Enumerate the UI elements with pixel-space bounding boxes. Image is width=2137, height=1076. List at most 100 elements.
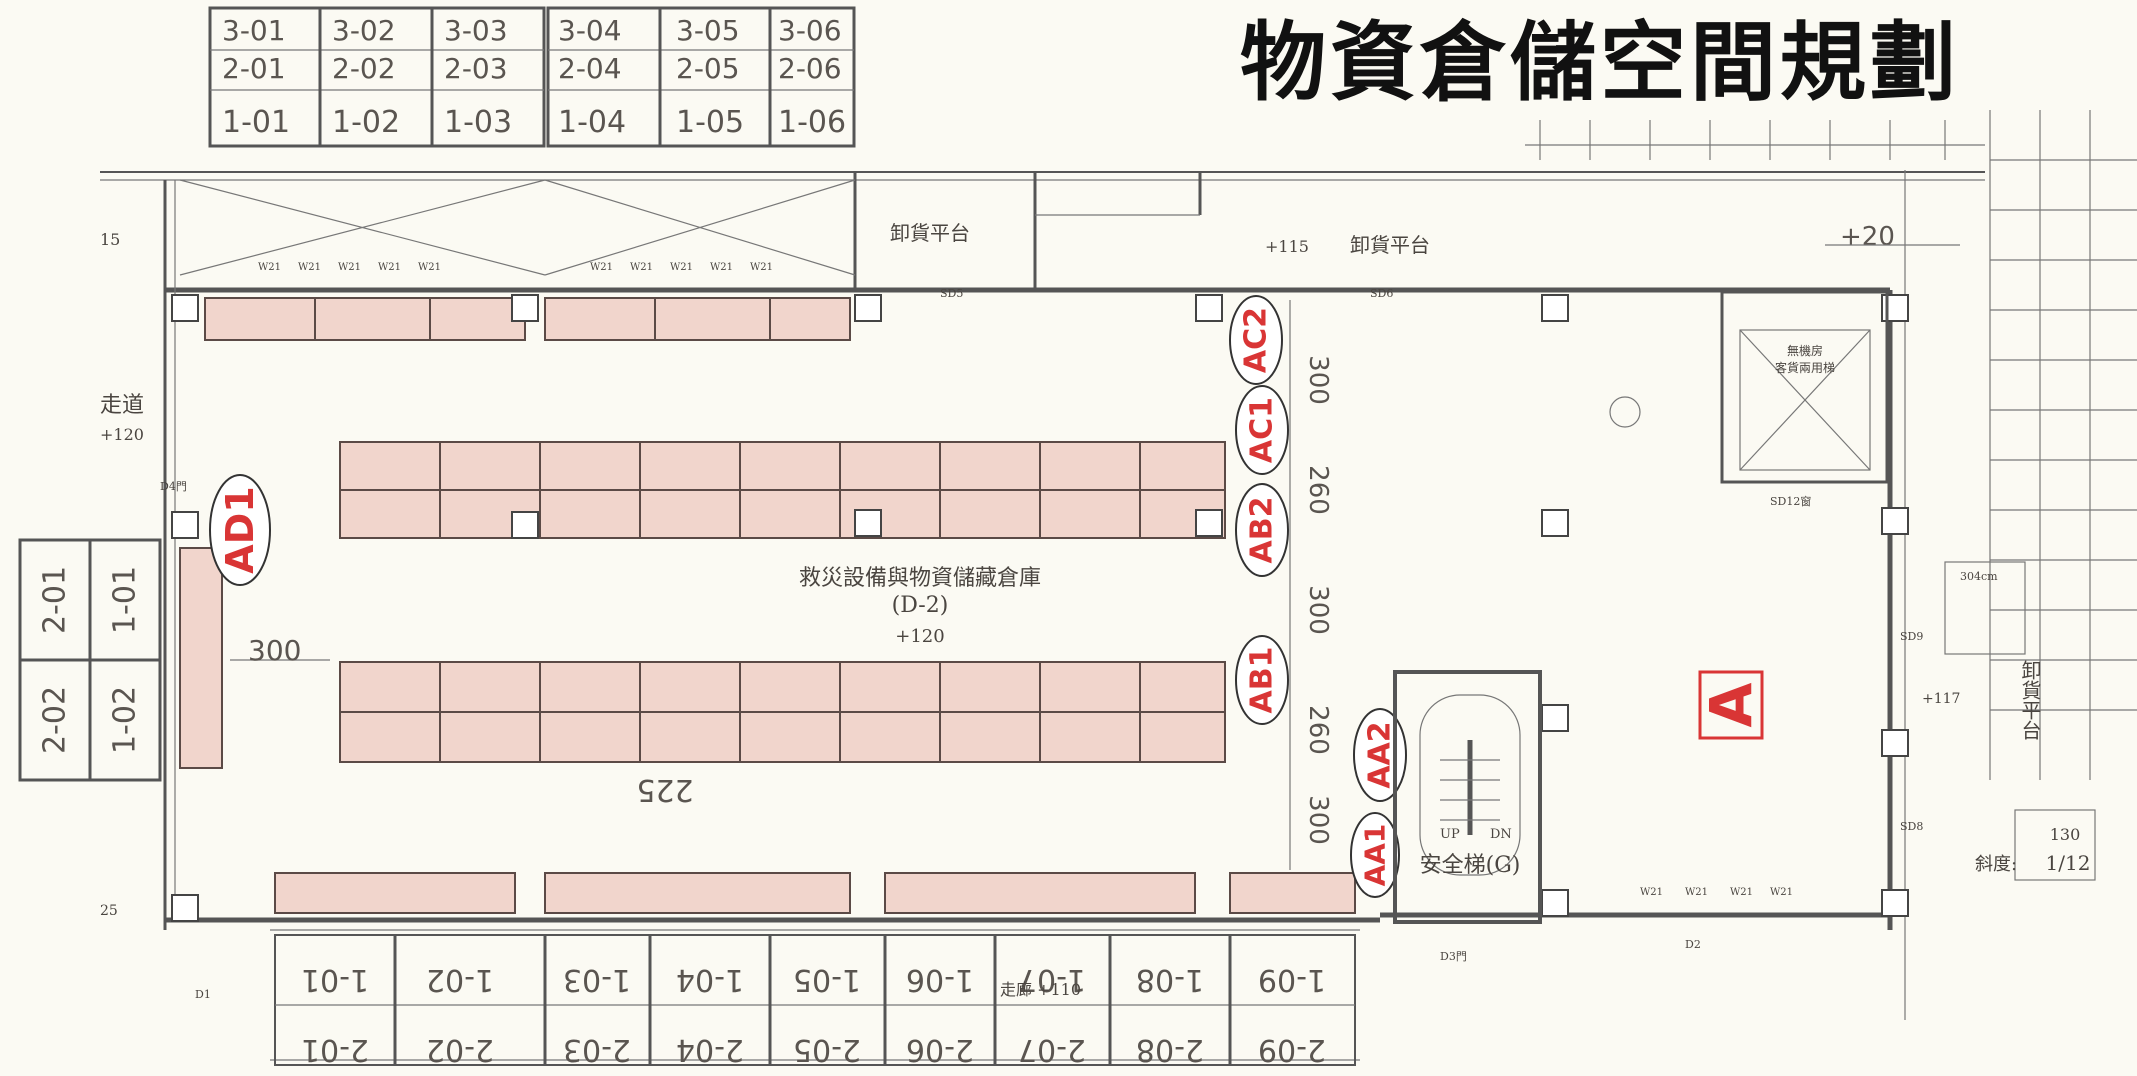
- top-slot-2-04: 2-04: [558, 52, 622, 85]
- tag-d3: D3門: [1440, 950, 1467, 963]
- rack-left-vertical: [179, 547, 223, 769]
- tag-w21: W21: [1730, 887, 1753, 898]
- stair-g: UP DN 安全梯(G): [1393, 670, 1542, 924]
- rack-center-upper: [339, 441, 1226, 539]
- top-slot-1-06: 1-06: [778, 105, 846, 140]
- tag-d1: D1: [195, 988, 211, 1001]
- top-slot-grid-left: 3-01 3-02 3-03 2-01 2-02 2-03 1-01 1-02 …: [208, 6, 546, 148]
- dim-right-1: 300: [1303, 355, 1333, 405]
- right-platform: 卸貨平台: [2018, 660, 2042, 740]
- top-slot-1-04: 1-04: [558, 105, 626, 140]
- corridor-level: +120: [100, 425, 144, 444]
- room-label: 救災設備與物資儲藏倉庫 (D-2) +120: [799, 566, 1041, 647]
- rack-code-ab1: AB1: [1245, 647, 1280, 714]
- tag-w21: W21: [378, 262, 401, 273]
- top-slot-3-03: 3-03: [444, 14, 508, 47]
- room-level: +120: [895, 626, 944, 647]
- tag-w21: W21: [750, 262, 773, 273]
- tag-w21: W21: [418, 262, 441, 273]
- room-code: (D-2): [892, 593, 949, 618]
- top-slot-1-05: 1-05: [676, 105, 744, 140]
- right-level: +20: [1840, 222, 1895, 252]
- bottom-slot-1-01: 1-01: [301, 962, 369, 997]
- platform-level: +115: [1265, 237, 1309, 256]
- bottom-slot-1-02: 1-02: [426, 962, 494, 997]
- left-slot-2-02: 2-02: [38, 686, 73, 754]
- left-slot-1-01: 1-01: [108, 566, 143, 634]
- platform-label-2: 卸貨平台: [1350, 233, 1430, 257]
- left-slot-2-01: 2-01: [38, 566, 73, 634]
- corridor-label: 走道: [100, 393, 144, 418]
- bottom-slot-1-04: 1-04: [676, 962, 744, 997]
- platform-label-1: 卸貨平台: [890, 221, 970, 245]
- top-slot-3-06: 3-06: [778, 14, 842, 47]
- page-title: 物資倉儲空間規劃: [1240, 13, 1960, 113]
- tag-sd5: SD5: [940, 287, 963, 300]
- left-slot-grid: 2-01 1-01 2-02 1-02: [18, 538, 162, 782]
- top-slot-3-04: 3-04: [558, 14, 622, 47]
- bottom-slot-2-07: 2-07: [1018, 1032, 1086, 1067]
- dim-left-gap: 300: [248, 634, 301, 667]
- bottom-slot-1-06: 1-06: [906, 962, 974, 997]
- bottom-slot-2-01: 2-01: [301, 1032, 369, 1067]
- top-slot-1-02: 1-02: [332, 105, 400, 140]
- dim-right-2: 260: [1303, 465, 1333, 515]
- tag-sd8: SD8: [1900, 820, 1923, 833]
- tag-w21: W21: [630, 262, 653, 273]
- zone-a-marker: A: [1697, 670, 1765, 740]
- left-dim-15: 15: [100, 230, 120, 249]
- bottom-slot-2-06: 2-06: [906, 1032, 974, 1067]
- tag-w21: W21: [590, 262, 613, 273]
- bottom-slot-1-07: 1-07: [1018, 962, 1086, 997]
- tag-w21: W21: [710, 262, 733, 273]
- bottom-slot-2-03: 2-03: [563, 1032, 631, 1067]
- bottom-slot-1-09: 1-09: [1258, 962, 1326, 997]
- tag-d4: D4門: [160, 480, 187, 493]
- zone-label: A: [1697, 682, 1765, 727]
- elevator-label-2: 客貨兩用梯: [1775, 360, 1835, 375]
- rack-bottom: [274, 872, 1356, 914]
- columns: [171, 294, 1909, 922]
- rack-code-aa1: AA1: [1359, 824, 1392, 887]
- bottom-slot-grid: 1-01 1-02 1-03 1-04 1-05 1-06 1-07 1-08 …: [274, 934, 1356, 1067]
- left-dim-25: 25: [100, 903, 118, 919]
- stair-dn: DN: [1490, 827, 1512, 842]
- dim-right-3: 300: [1303, 585, 1333, 635]
- bottom-slot-1-05: 1-05: [793, 962, 861, 997]
- bottom-slot-1-03: 1-03: [563, 962, 631, 997]
- dim-304: 304cm: [1960, 570, 1998, 583]
- tag-w21: W21: [1685, 887, 1708, 898]
- loading-platform: 卸貨平台 +115 卸貨平台 +20: [890, 221, 1960, 257]
- rack-code-ad1: AD1: [218, 486, 262, 573]
- rack-code-ac1: AC1: [1245, 397, 1280, 463]
- stair-label: 安全梯(G): [1420, 853, 1521, 878]
- tag-w21: W21: [258, 262, 281, 273]
- slope-num: 130: [2050, 825, 2081, 844]
- right-annex: 304cm +117 卸貨平台 130 斜度: 1/12: [1922, 561, 2096, 881]
- bottom-slot-1-08: 1-08: [1136, 962, 1204, 997]
- walkway-label: 走廊 +110: [1000, 980, 1081, 999]
- tag-w21: W21: [298, 262, 321, 273]
- left-slot-1-02: 1-02: [108, 686, 143, 754]
- elevator-label-1: 無機房: [1787, 343, 1823, 358]
- tags: W21 W21 W21 W21 W21 W21 W21 W21 W21 W21 …: [160, 262, 1923, 1001]
- top-slot-3-01: 3-01: [222, 14, 286, 47]
- dim-right-4: 260: [1303, 705, 1333, 755]
- right-room-level: +117: [1922, 691, 1960, 707]
- tag-sd6: SD6: [1370, 287, 1393, 300]
- top-slot-grid-right: 3-04 3-05 3-06 2-04 2-05 2-06 1-04 1-05 …: [546, 6, 856, 148]
- building-walls: [100, 110, 2137, 1061]
- rack-code-ab2: AB2: [1245, 497, 1280, 564]
- stair-up: UP: [1440, 827, 1460, 842]
- top-slot-2-03: 2-03: [444, 52, 508, 85]
- bottom-slot-2-08: 2-08: [1136, 1032, 1204, 1067]
- top-slot-2-05: 2-05: [676, 52, 740, 85]
- tag-d2: D2: [1685, 938, 1701, 951]
- dim-aisle: 225: [636, 772, 693, 807]
- slope-value: 1/12: [2046, 851, 2091, 875]
- tag-w21: W21: [670, 262, 693, 273]
- top-slot-3-02: 3-02: [332, 14, 396, 47]
- top-slot-2-01: 2-01: [222, 52, 286, 85]
- elevator-window: SD12窗: [1770, 494, 1811, 508]
